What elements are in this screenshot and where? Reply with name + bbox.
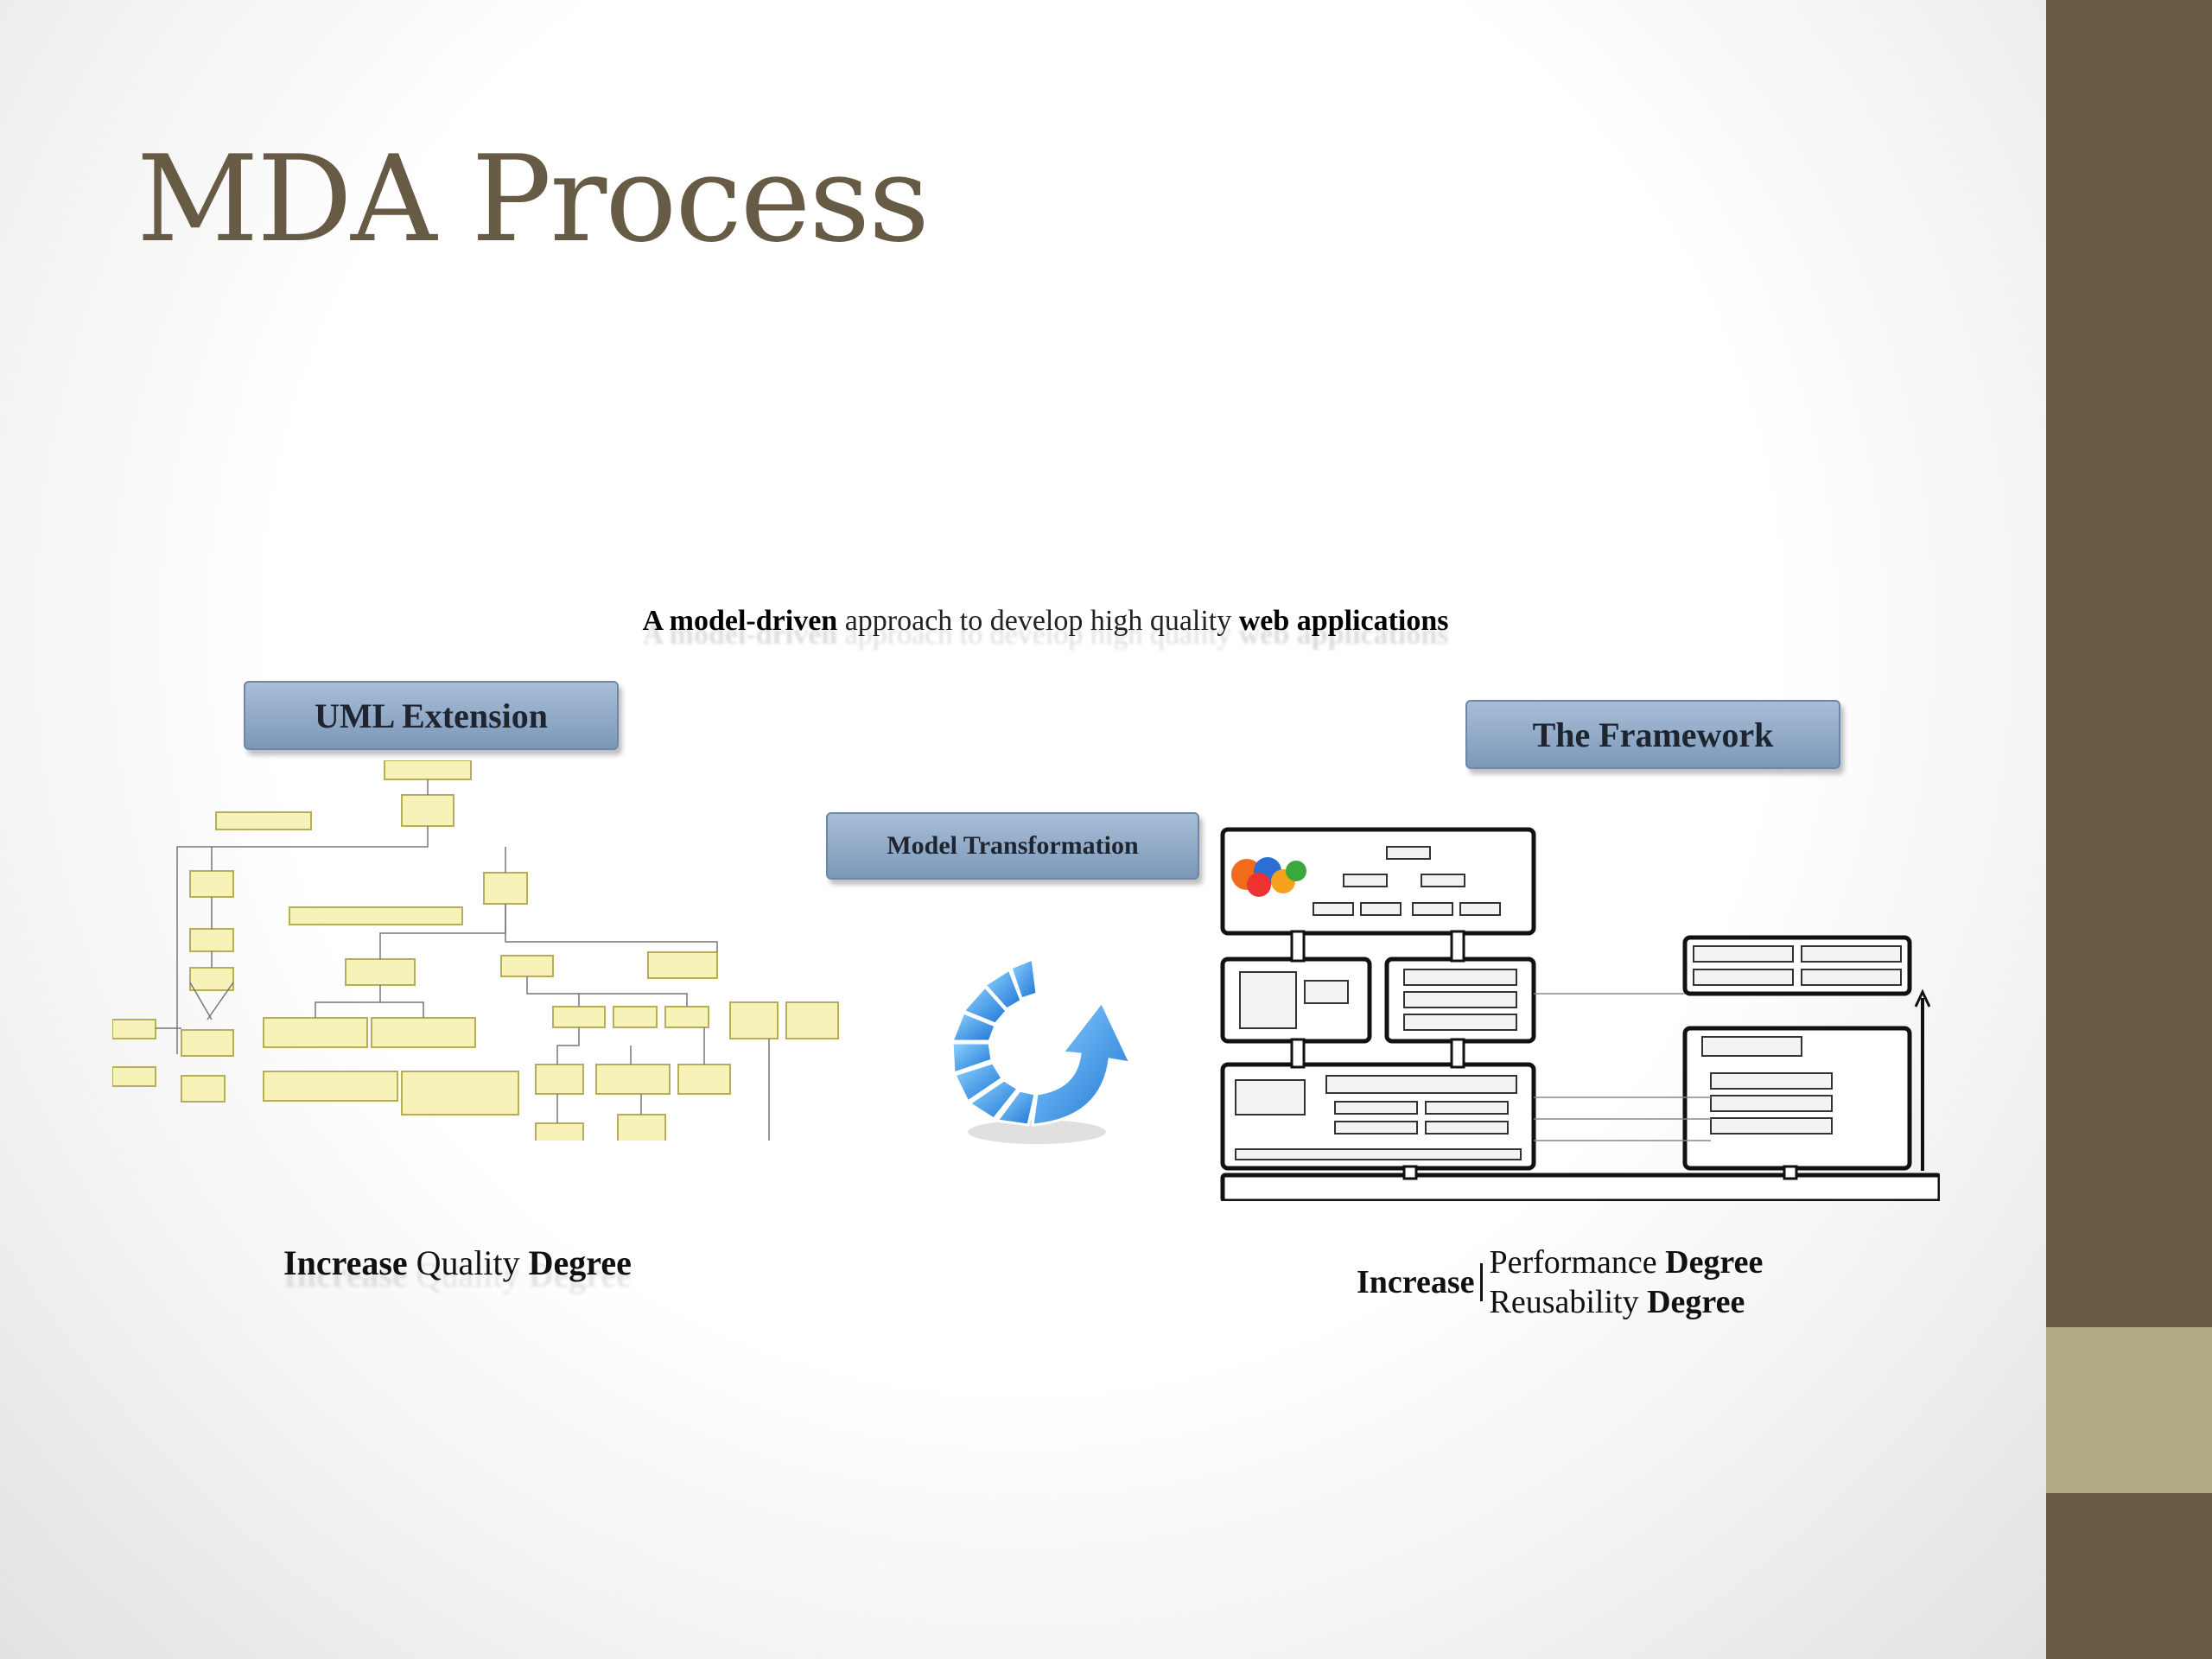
caption-end: web applications [1238,605,1449,637]
side-accent-block [2046,1327,2212,1493]
quality-metric-increase: Increase [283,1243,408,1282]
figure-caption: A model-driven approach to develop high … [570,605,1521,638]
slide-title: MDA Process [137,130,930,269]
quality-metric-degree: Degree [528,1243,632,1282]
caption-lead: A model-driven [642,605,838,637]
reusability-metric-degree: Degree [1647,1284,1745,1320]
performance-metric-degree: Degree [1665,1244,1764,1281]
reusability-metric-label: Reusability [1489,1284,1648,1320]
reusability-metric: Reusability Degree [1490,1282,1764,1322]
performance-metric-label: Performance [1489,1244,1666,1281]
circular-arrow-icon [950,957,1133,1144]
framework-metric-lines: Performance Degree Reusability Degree [1490,1243,1764,1322]
quality-metric-quality: Quality [407,1243,529,1282]
caption-middle: approach to develop high quality [837,605,1239,637]
performance-metric: Performance Degree [1490,1243,1764,1282]
quality-metric: Increase Quality Degree [283,1243,632,1283]
mda-figure: A model-driven approach to develop high … [112,588,1970,1331]
framework-architecture-diagram [1220,827,1940,1201]
framework-metrics: Increase Performance Degree Reusability … [1357,1243,1763,1322]
framework-metric-increase: Increase [1357,1263,1483,1301]
framework-label: The Framework [1465,700,1840,769]
uml-extension-label: UML Extension [244,681,619,750]
uml-class-diagram [112,760,839,1141]
model-transformation-label: Model Transformation [826,812,1199,880]
